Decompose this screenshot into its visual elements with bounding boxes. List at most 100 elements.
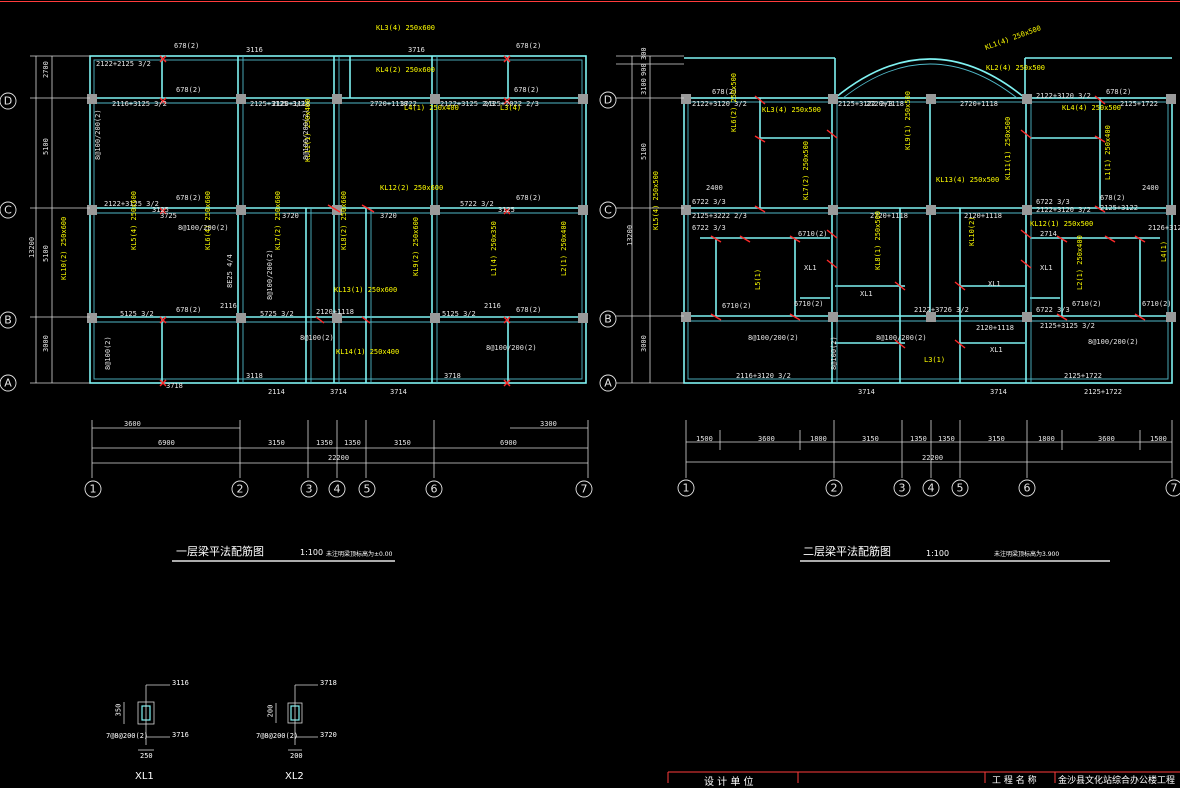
dim-bottom-d1-5: 3150 — [394, 439, 411, 447]
beam-label-d2-22: 3714 — [858, 388, 875, 396]
beam-id-d2-3: KL4(4) 250x500 — [1062, 104, 1121, 112]
beam-id-d1-7: KL10(2) 250x600 — [60, 217, 68, 280]
dim-left-d1-1: 5100 — [42, 138, 50, 155]
axis-2-d1-bubble — [231, 480, 249, 498]
beam-label-d2-9: 2120+1118 — [964, 212, 1002, 220]
beam-label-d1-22: 3718 — [444, 372, 461, 380]
beam-id-d1-15: L4(1) 250x400 — [404, 104, 459, 112]
beam-label-d2-16: 2122+3726 3/2 — [914, 306, 969, 314]
beam-label-d1-29: 678(2) — [516, 194, 541, 202]
beam-label-d1-36: 3720 — [380, 212, 397, 220]
beam-id-d1-2: KL5(4) 250x600 — [130, 191, 138, 250]
beam-id-d2-15: L3(1) — [924, 356, 945, 364]
beam-label-d2-27: 678(2) — [1100, 194, 1125, 202]
beam-label-d2-19: 2125+3125 3/2 — [1040, 322, 1095, 330]
beam-label-d1-5: 2120+1118 — [272, 100, 310, 108]
axis-B-d1-bubble — [0, 311, 17, 329]
beam-id-d2-1: KL2(4) 250x500 — [986, 64, 1045, 72]
dim-bottom-d1-2: 3150 — [268, 439, 285, 447]
beam-id-d1-8: KL11(1) 250x400 — [304, 99, 312, 162]
axis-5-d1-bubble — [358, 480, 376, 498]
beam-id-d2-13: L1(1) 250x400 — [1104, 125, 1112, 180]
axis-A-d1: A — [4, 377, 12, 390]
beam-label-d1-35: 3125 — [498, 206, 515, 214]
beam-label-d2-8: 2720+1118 — [870, 212, 908, 220]
beam-id-d2-16: L4(1) — [1160, 241, 1168, 262]
axis-C-d1-bubble — [0, 201, 17, 219]
beam-label-d1-2: 2122+3125 2/3 — [440, 100, 495, 108]
stirrup-d2-1: 8@100(2) — [830, 336, 838, 370]
axis-D-d1-bubble — [0, 92, 17, 110]
beam-id-d1-9: KL12(2) 250x600 — [380, 184, 443, 192]
axis-4-d2-bubble — [922, 479, 940, 497]
dim-left-d1-3: 5100 — [42, 245, 50, 262]
dim-bottom-d2-9: 1500 — [1150, 435, 1167, 443]
dim-bottom-d2-5: 1350 — [938, 435, 955, 443]
beam-label-d1-20: 3714 — [330, 388, 347, 396]
beam-label-d2-5: 2125+1722 — [1120, 100, 1158, 108]
beam-label-d1-1: 2125+3125 3/2 — [250, 100, 305, 108]
axis-4-d1-bubble — [328, 480, 346, 498]
beam-id-d2-12: KL13(4) 250x500 — [936, 176, 999, 184]
beam-label-d1-21: 3714 — [390, 388, 407, 396]
beam-label-d1-37: 3722 — [400, 100, 417, 108]
dim-bottom-d2-3: 3150 — [862, 435, 879, 443]
beam-label-d2-35: XL1 — [988, 280, 1001, 288]
outer-beam-inner — [93, 59, 583, 380]
columns-2 — [681, 94, 1176, 322]
axis-B-d1: B — [4, 314, 12, 327]
axis-D-d2: D — [604, 94, 612, 107]
beam-label-d1-23: 2114 — [268, 388, 285, 396]
axis-1-d1-bubble — [84, 480, 102, 498]
axis-6-d2-bubble — [1018, 479, 1036, 497]
beam-label-d1-33: 3716 — [408, 46, 425, 54]
beam-id-d1-10: KL13(1) 250x600 — [334, 286, 397, 294]
beam-id-d2-4: KL5(4) 250x500 — [652, 171, 660, 230]
dim-bottom-d1-3: 1350 — [316, 439, 333, 447]
dim-bottom-d1-1: 6900 — [158, 439, 175, 447]
beam-label-d1-4: 2122+2125 3/2 — [96, 60, 151, 68]
beam-id-d1-1: KL4(2) 250x600 — [376, 66, 435, 74]
beam-label-d2-30: 6710(2) — [1072, 300, 1102, 308]
beam-label-d1-8: 2122+3125 3/2 — [104, 200, 159, 208]
dim-left-d1-2: 13200 — [28, 237, 36, 258]
stirrup-d1-4: 8@100(2) — [104, 336, 112, 370]
vertical-beams — [161, 56, 509, 383]
axis-4-d2: 4 — [928, 482, 935, 495]
beam-label-d2-21: 2125+1722 — [1064, 372, 1102, 380]
stirrup-d1-2: 8@100/200(2) — [302, 109, 310, 160]
beam-label-d2-20: 2116+3120 3/2 — [736, 372, 791, 380]
beam-label-d1-13: 5725 3/2 — [260, 310, 294, 318]
beam-label-d1-25: 678(2) — [516, 42, 541, 50]
beam-label-d2-7: 2125+3222 2/3 — [692, 212, 747, 220]
beam-label-d1-19: 3118 — [246, 372, 263, 380]
axis-B-d2-bubble — [599, 310, 617, 328]
dim-bottom-d1-0: 3600 — [124, 420, 141, 428]
axis-7-d1: 7 — [581, 483, 588, 496]
beam-id-d2-8: KL9(1) 250x500 — [904, 91, 912, 150]
dim-bottom-d1-7: 3300 — [540, 420, 557, 428]
beam-label-d2-15: 6722 3/3 — [692, 224, 726, 232]
beam-label-d2-29: 6710(2) — [794, 300, 824, 308]
axis-A-d2-bubble — [599, 374, 617, 392]
stirrup-d1-1: 8@100/200(2) — [178, 224, 229, 232]
stirrup-d1-3: 8@100/200(2) — [266, 249, 274, 300]
beam-label-d1-10: 3720 — [282, 212, 299, 220]
beam-label-d2-18: 6722 3/3 — [1036, 306, 1070, 314]
beam-label-d1-12: 5125 3/2 — [120, 310, 154, 318]
dim-bottom-d2-4: 1350 — [910, 435, 927, 443]
axis-C-d2: C — [604, 204, 612, 217]
beam-label-d1-0: 2116+3125 3/2 — [112, 100, 167, 108]
beam-label-d1-9: 3725 — [160, 212, 177, 220]
axis-3-d2-bubble — [893, 479, 911, 497]
beam-label-d2-38: 2400 — [706, 184, 723, 192]
beam-label-d1-16: 5125 3/2 — [442, 310, 476, 318]
beam-label-d2-1: 2125+3122 2/3 — [838, 100, 893, 108]
axis-B-d2: B — [604, 313, 612, 326]
beam-id-d2-10: KL11(1) 250x500 — [1004, 117, 1012, 180]
axis-1-d2-bubble — [677, 479, 695, 497]
section-xl1 — [123, 684, 170, 751]
stirrup-d2-3: 8@100/200(2) — [1088, 338, 1139, 346]
beam-label-d2-34: XL1 — [860, 290, 873, 298]
